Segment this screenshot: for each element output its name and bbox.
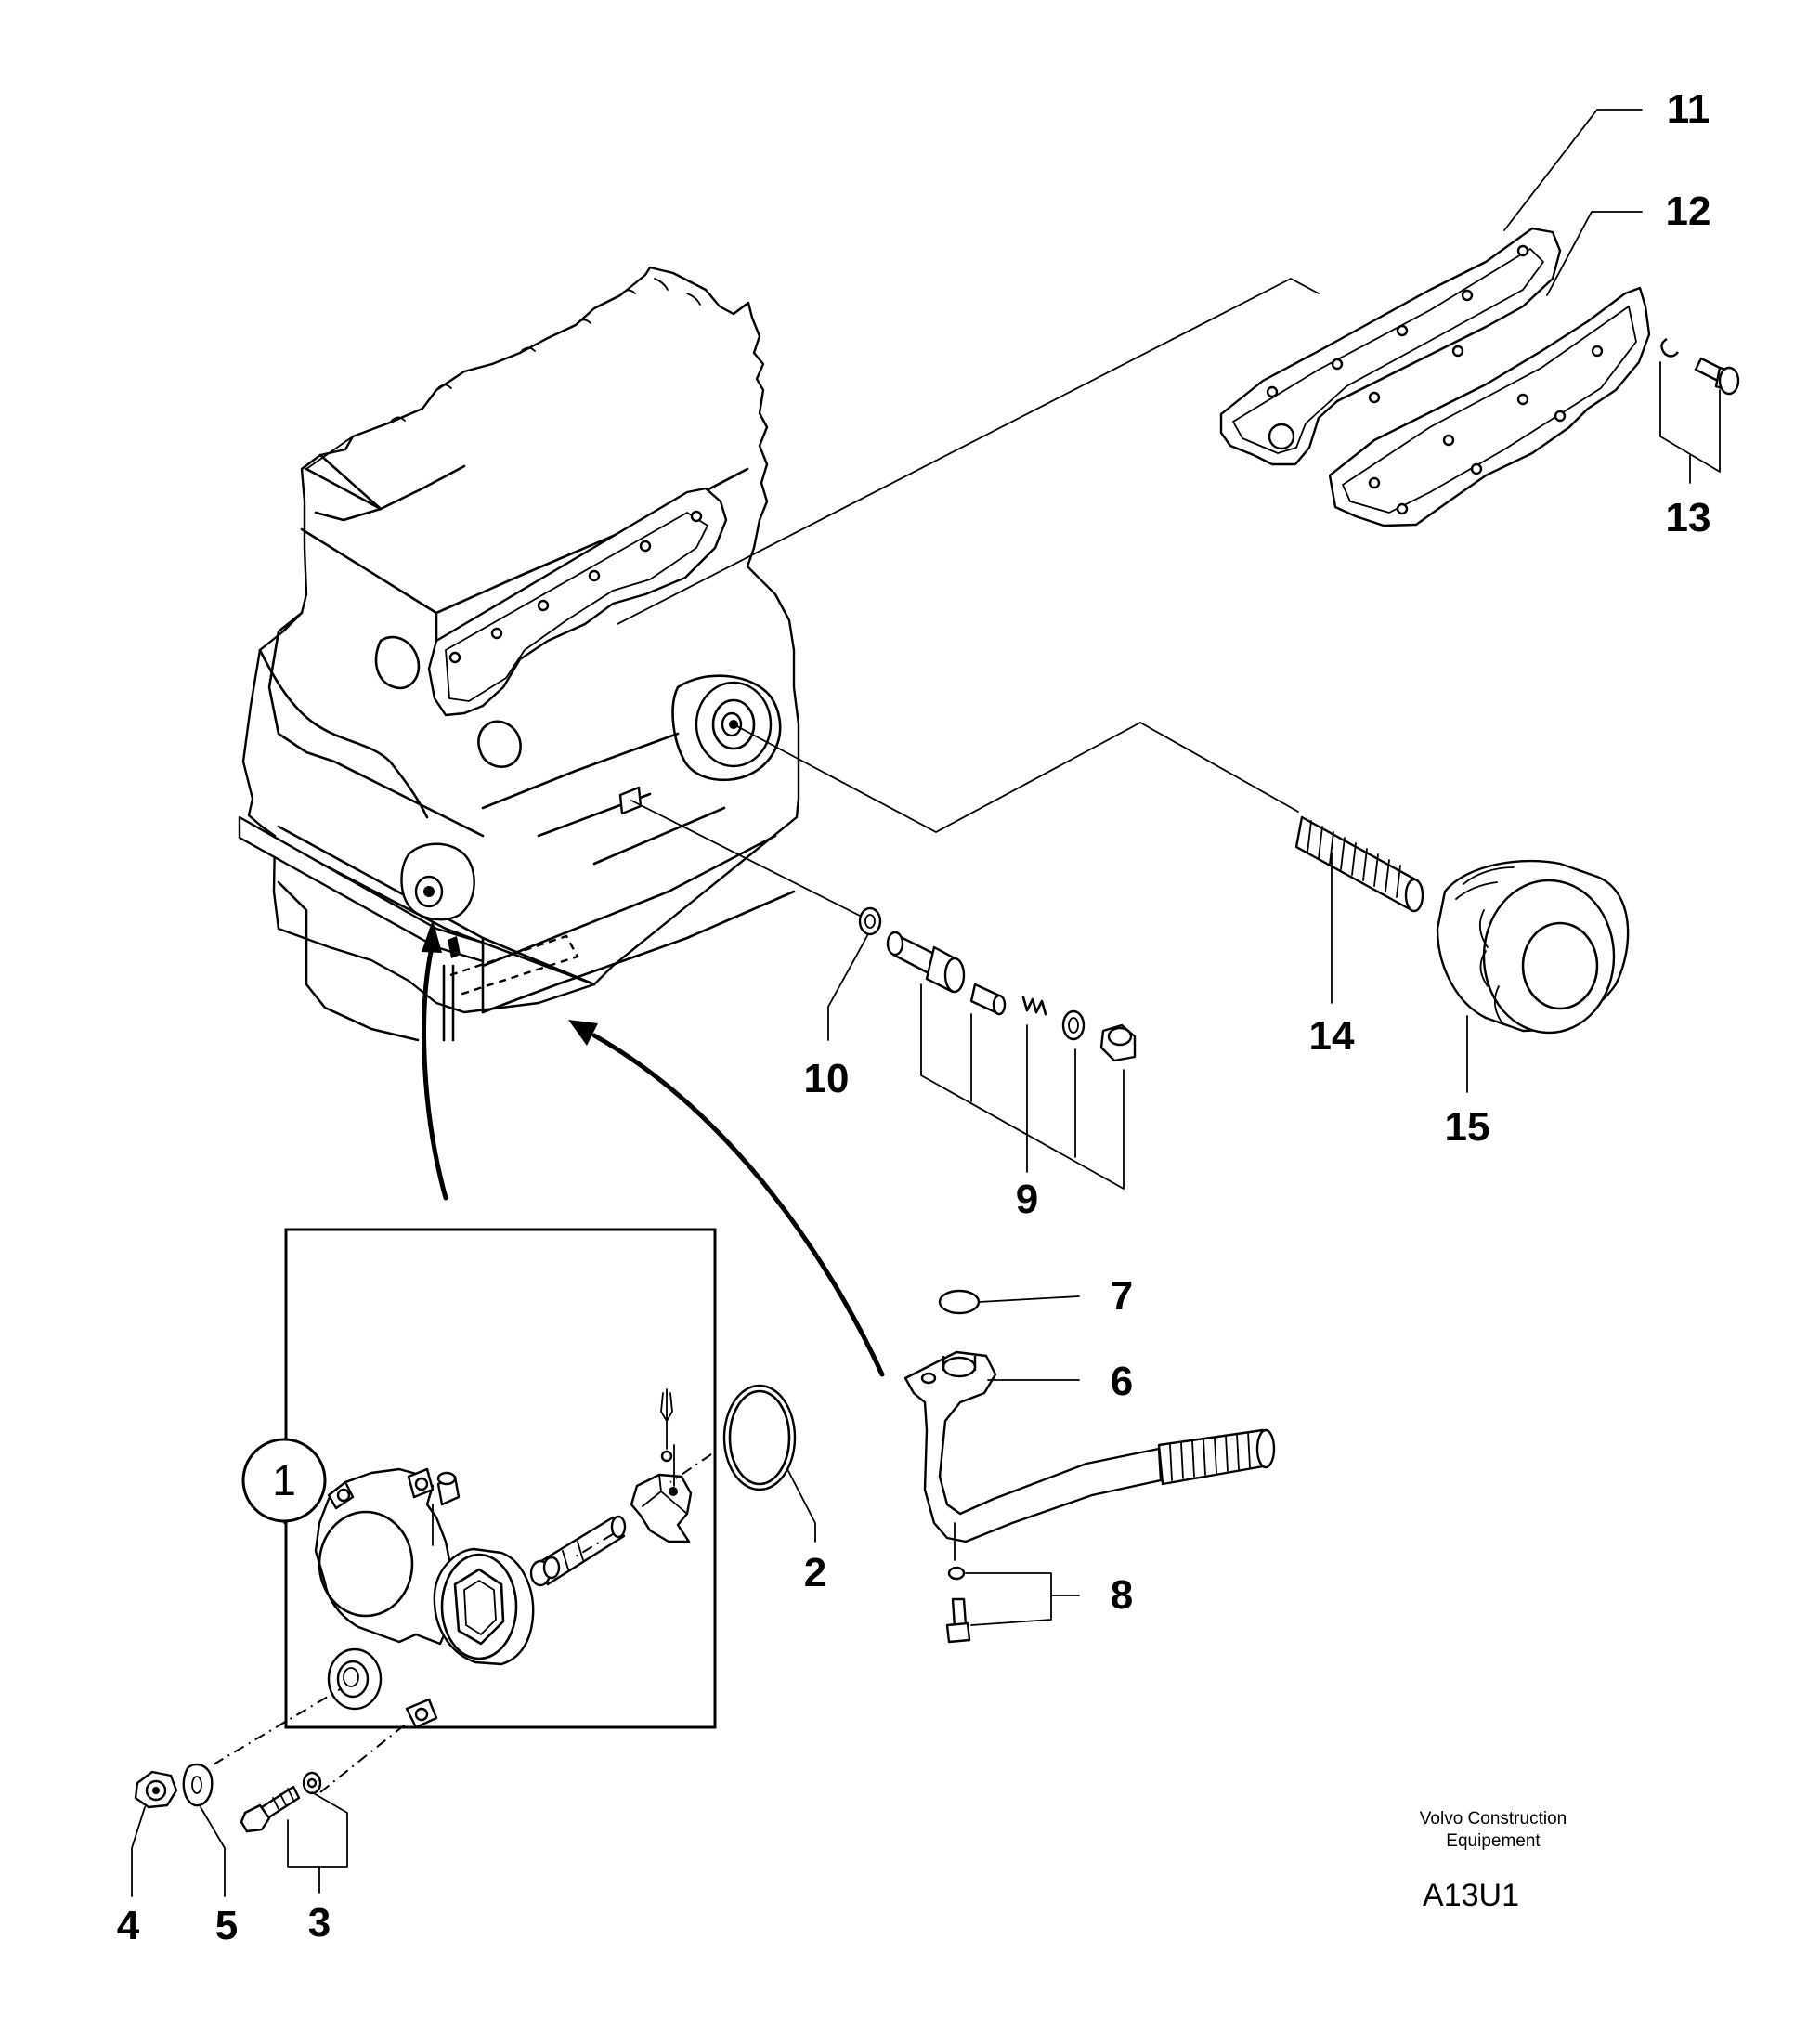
pump-rotor-inner-shaft <box>529 1515 627 1587</box>
pump-pin <box>432 1471 461 1546</box>
pump-flange <box>327 1467 438 1729</box>
footer: Volvo Construction Equipement A13U1 <box>1420 1809 1566 1913</box>
company-name-line2: Equipement <box>1446 1831 1540 1851</box>
strainer-oring <box>938 1289 981 1315</box>
rocker-cover-gasket <box>1219 227 1562 466</box>
pump-centerlines <box>213 1453 712 1793</box>
engine-block <box>238 266 800 1042</box>
callout-4: 4 <box>117 1903 140 1948</box>
callout-labels: 1 2 3 4 5 6 7 8 9 10 11 12 13 14 15 <box>117 86 1711 1948</box>
pump-gasket <box>722 1384 797 1491</box>
callout-6: 6 <box>1111 1359 1133 1404</box>
relief-valve-washer <box>858 906 882 936</box>
callout-7: 7 <box>1111 1273 1133 1319</box>
pump-bolt <box>240 1771 322 1833</box>
callout-9: 9 <box>1016 1177 1038 1222</box>
callout-13: 13 <box>1666 495 1711 540</box>
item9-bracket <box>920 983 1124 1190</box>
filter-stud <box>1294 815 1424 913</box>
oil-strainer <box>904 1350 1276 1543</box>
callout-11: 11 <box>1667 86 1710 132</box>
company-name-line1: Volvo Construction <box>1420 1809 1566 1829</box>
pump-shaft-boss <box>327 1647 383 1711</box>
callout-5: 5 <box>215 1903 238 1948</box>
cover-bolt <box>1660 337 1740 396</box>
pump-rotor-outer <box>433 1547 535 1666</box>
pump-drive-gear <box>630 1388 693 1543</box>
leader-lines <box>422 278 1320 1377</box>
callout-8: 8 <box>1111 1572 1133 1618</box>
callout-1: 1 <box>272 1456 296 1504</box>
callout-14: 14 <box>1309 1013 1355 1059</box>
oil-filter <box>1436 859 1630 1035</box>
callout-3: 3 <box>308 1900 331 1946</box>
callout-10: 10 <box>804 1056 850 1101</box>
callout-12: 12 <box>1666 189 1711 234</box>
strainer-bolt <box>945 1522 971 1644</box>
rocker-cover <box>1328 286 1651 527</box>
relief-valve-assembly <box>886 931 1137 1062</box>
pump-washer <box>182 1763 214 1807</box>
drawing-code: A13U1 <box>1423 1878 1519 1913</box>
callout-1-circle <box>241 1438 327 1523</box>
callout-2: 2 <box>804 1550 826 1595</box>
pump-nut <box>134 1770 178 1809</box>
callout-15: 15 <box>1445 1104 1490 1150</box>
